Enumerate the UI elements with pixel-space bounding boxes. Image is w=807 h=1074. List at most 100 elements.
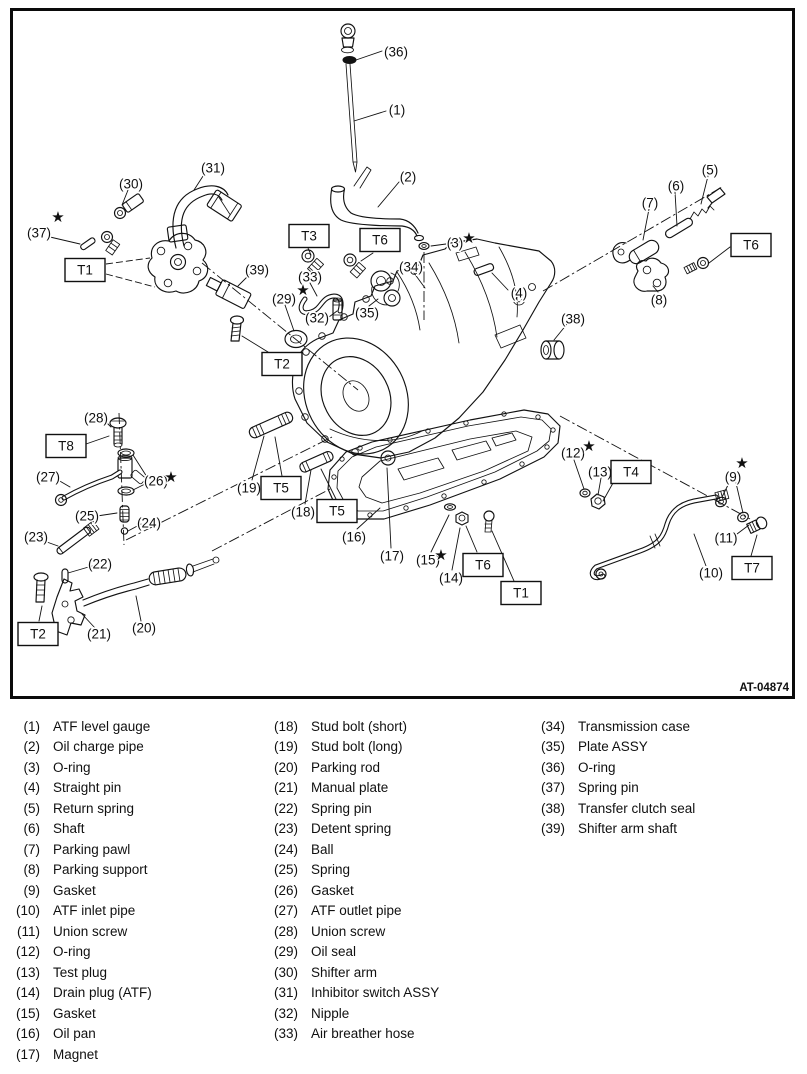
part-number: (34) [540, 718, 565, 734]
part-callout: (17) [380, 549, 404, 564]
part-name: Ball [311, 841, 334, 857]
part-number: (25) [273, 862, 298, 878]
part-name: ATF level gauge [53, 718, 151, 734]
parts-list-item: (5)Return spring [4, 798, 260, 819]
tool-ref-box: T2 [261, 351, 303, 377]
part-number: (24) [273, 841, 298, 857]
parts-list-column-1: (1)ATF level gauge(2)Oil charge pipe(3)O… [4, 716, 260, 1065]
star-marker-icon: ★ [582, 437, 595, 455]
part-number: (17) [15, 1046, 40, 1062]
part-callout: (7) [642, 196, 659, 211]
part-callout: (35) [355, 306, 379, 321]
star-marker-icon: ★ [51, 208, 64, 226]
parts-list-item: (3)O-ring [4, 757, 260, 778]
star-marker-icon: ★ [462, 229, 475, 247]
part-number: (14) [15, 985, 40, 1001]
parts-list-item: (12)O-ring [4, 942, 260, 963]
tool-ref-box: T4 [610, 459, 652, 485]
star-marker-icon: ★ [735, 454, 748, 472]
tool-ref-box: T1 [500, 580, 542, 606]
part-name: Detent spring [311, 821, 392, 837]
parts-list-item: (30)Shifter arm [262, 962, 518, 983]
tool-ref-box: T2 [17, 621, 59, 647]
part-callout: (15) [416, 553, 440, 568]
part-name: Gasket [53, 882, 96, 898]
parts-list-item: (32)Nipple [262, 1003, 518, 1024]
tool-ref-box: T6 [730, 232, 772, 258]
part-number: (12) [15, 944, 40, 960]
part-number: (31) [273, 985, 298, 1001]
part-name: Stud bolt (short) [311, 718, 408, 734]
parts-list-item: (35)Plate ASSY [529, 737, 785, 758]
part-callout: (26) [144, 474, 168, 489]
tool-ref-label: T2 [274, 357, 290, 372]
part-number: (9) [23, 882, 41, 898]
part-number: (33) [273, 1026, 298, 1042]
diagram-frame [10, 8, 795, 699]
tool-ref-label: T4 [623, 465, 639, 480]
tool-ref-label: T2 [30, 627, 46, 642]
part-callout: (25) [75, 509, 99, 524]
tool-ref-box: T5 [260, 475, 302, 501]
part-callout: (14) [439, 571, 463, 586]
part-number: (39) [540, 821, 565, 837]
t3-screw-art [301, 249, 325, 276]
atf-inlet-pipe-art [589, 489, 768, 581]
tool-ref-label: T3 [301, 229, 317, 244]
case-bolt-holes [295, 267, 418, 456]
parts-list-item: (17)Magnet [4, 1044, 260, 1065]
pan-bolt-holes [331, 411, 556, 518]
part-name: Transmission case [578, 718, 691, 734]
t6-screw-art [343, 253, 367, 279]
part-callout: (19) [237, 481, 261, 496]
parts-list-item: (28)Union screw [262, 921, 518, 942]
parts-list-item: (10)ATF inlet pipe [4, 901, 260, 922]
parts-list-column-2: (18)Stud bolt (short)(19)Stud bolt (long… [262, 716, 518, 1044]
part-number: (28) [273, 923, 298, 939]
part-name: Inhibitor switch ASSY [311, 985, 440, 1001]
part-name: Spring [311, 862, 351, 878]
atf-outlet-pipe-art [54, 454, 146, 507]
nipple-art [332, 297, 343, 321]
part-name: Oil pan [53, 1026, 96, 1042]
part-name: Spring pin [578, 780, 639, 796]
parking-rod-art [82, 556, 220, 607]
part-number: (2) [23, 739, 41, 755]
part-callout: (1) [389, 103, 406, 118]
parts-list-item: (9) Gasket [4, 880, 260, 901]
part-callout: (12) [561, 446, 585, 461]
part-callout: (18) [291, 505, 315, 520]
part-callout: (39) [245, 263, 269, 278]
part-number: (19) [273, 739, 298, 755]
detent-parts-art [56, 505, 130, 584]
part-name: Oil seal [311, 944, 357, 960]
tool-ref-label: T1 [513, 586, 529, 601]
part-callout: (23) [24, 530, 48, 545]
parts-list-item: (7)Parking pawl [4, 839, 260, 860]
transfer-clutch-seal-art [540, 340, 565, 360]
tool-ref-label: T8 [58, 439, 74, 454]
part-number: (16) [15, 1026, 40, 1042]
parts-list-item: (23) Detent spring [262, 819, 518, 840]
part-number: (23) [273, 821, 298, 837]
tool-ref-label: T5 [273, 481, 289, 496]
tool-ref-box: T6 [462, 552, 504, 578]
parts-list-item: (33)Air breather hose [262, 1024, 518, 1045]
star-marker-icon: ★ [164, 468, 177, 486]
part-number: (29) [273, 944, 298, 960]
part-number: (21) [273, 780, 298, 796]
part-name: Spring pin [311, 800, 372, 816]
parts-list-column-3: (34)Transmission case(35)Plate ASSY(36)O… [529, 716, 785, 839]
part-callout: (20) [132, 621, 156, 636]
part-number: (27) [273, 903, 298, 919]
tool-ref-box: T7 [731, 555, 773, 581]
part-callout: (11) [714, 531, 737, 546]
stud-bolt-long-art [248, 411, 294, 439]
part-number: (38) [540, 800, 565, 816]
part-callout: (36) [384, 45, 408, 60]
tool-ref-box: T5 [316, 498, 358, 524]
part-number: (35) [540, 739, 565, 755]
tool-ref-box: T3 [288, 223, 330, 249]
dipstick-art [340, 23, 358, 173]
